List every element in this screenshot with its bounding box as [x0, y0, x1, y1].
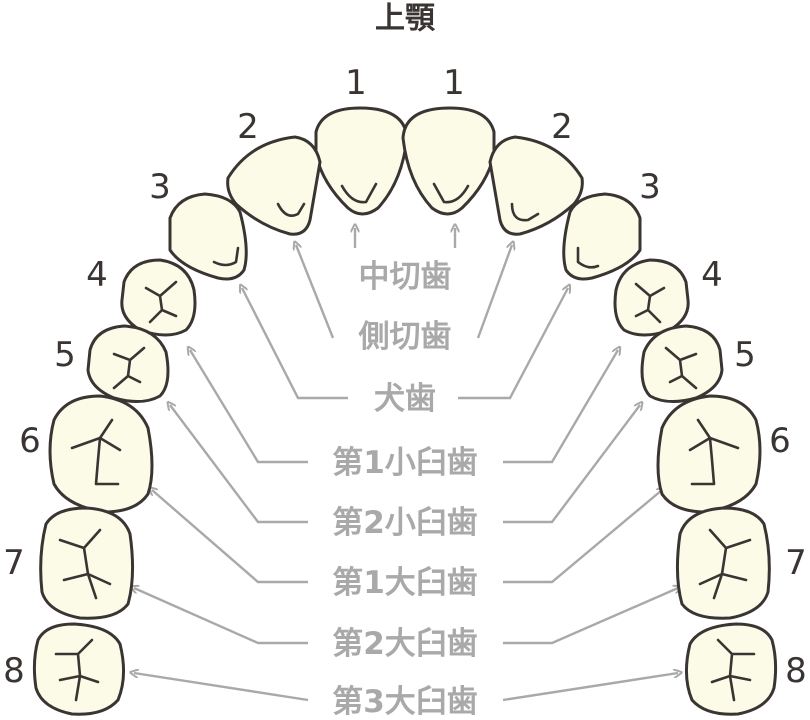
label-second-molar: 第2大臼歯 — [332, 626, 478, 662]
label-lateral-incisor: 側切歯 — [358, 319, 452, 355]
tooth-left-first-premolar — [120, 258, 197, 337]
leader-molar1-left — [152, 490, 308, 584]
leader-lines — [134, 228, 678, 702]
leader-premolar2-left — [170, 405, 308, 524]
tooth-number-left-7: 7 — [3, 543, 25, 583]
tooth-number-left-2: 2 — [237, 107, 259, 147]
tooth-right-first-molar — [656, 394, 762, 514]
tooth-number-left-6: 6 — [19, 421, 41, 461]
tooth-left-central-incisor — [314, 106, 409, 216]
tooth-number-right-1: 1 — [443, 63, 465, 103]
label-third-molar: 第3大臼歯 — [332, 684, 478, 720]
tooth-number-left-5: 5 — [54, 335, 76, 375]
tooth-number-right-2: 2 — [551, 107, 573, 147]
label-first-premolar: 第1小臼歯 — [332, 445, 478, 481]
tooth-right-central-incisor — [401, 106, 496, 216]
label-second-premolar: 第2小臼歯 — [332, 505, 478, 541]
leader-molar2-right — [503, 588, 678, 645]
tooth-numbers: 1 1 2 2 3 3 4 4 5 5 6 6 7 7 8 8 — [3, 63, 807, 691]
tooth-number-right-7: 7 — [785, 543, 807, 583]
tooth-type-labels: 中切歯 側切歯 犬歯 第1小臼歯 第2小臼歯 第1大臼歯 第2大臼歯 第3大臼歯 — [332, 259, 478, 720]
tooth-number-left-4: 4 — [86, 255, 108, 295]
leader-premolar1-right — [503, 350, 618, 464]
tooth-number-right-3: 3 — [639, 167, 661, 207]
leader-premolar2-right — [503, 405, 640, 524]
leader-premolar1-left — [190, 350, 308, 464]
tooth-number-left-3: 3 — [149, 167, 171, 207]
leader-molar2-left — [134, 588, 308, 645]
tooth-left-second-premolar — [86, 324, 170, 403]
label-canine: 犬歯 — [374, 381, 436, 417]
tooth-left-first-molar — [48, 394, 154, 514]
tooth-left-canine — [168, 192, 248, 281]
tooth-number-left-8: 8 — [3, 651, 25, 691]
label-central-incisor: 中切歯 — [359, 259, 452, 295]
tooth-number-right-6: 6 — [769, 421, 791, 461]
leader-molar3-left — [134, 673, 309, 702]
tooth-right-first-premolar — [613, 258, 690, 337]
leader-canine-right — [458, 288, 568, 400]
tooth-left-lateral-incisor — [226, 135, 322, 236]
leader-molar1-right — [503, 490, 662, 584]
diagram-title: 上顎 — [375, 1, 436, 36]
leader-molar3-right — [502, 673, 678, 702]
tooth-right-canine — [562, 192, 642, 281]
tooth-number-left-1: 1 — [345, 63, 367, 103]
tooth-number-right-8: 8 — [785, 651, 807, 691]
leader-canine-left — [242, 288, 348, 400]
tooth-number-right-4: 4 — [701, 255, 723, 295]
teeth — [32, 106, 778, 716]
leader-lateral-right — [476, 245, 512, 339]
tooth-number-right-5: 5 — [734, 335, 756, 375]
label-first-molar: 第1大臼歯 — [332, 565, 478, 601]
tooth-right-second-premolar — [640, 324, 724, 403]
leader-lateral-left — [296, 245, 335, 339]
